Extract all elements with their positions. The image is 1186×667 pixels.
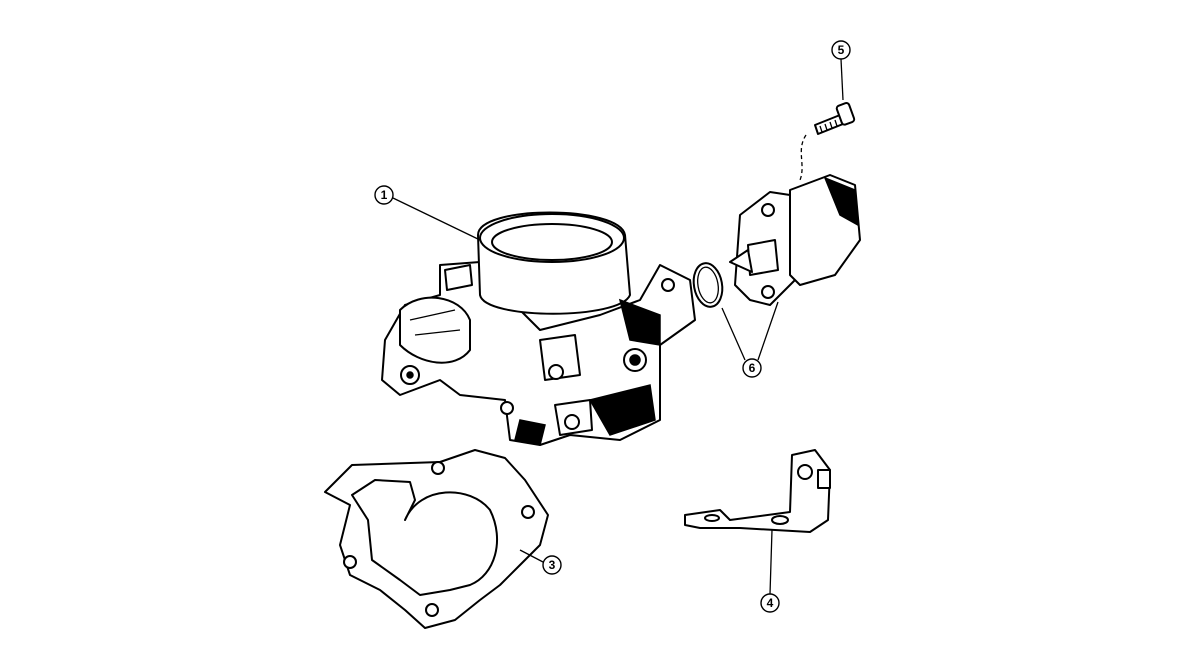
- leader-lines: [392, 58, 844, 595]
- screw: [799, 102, 856, 181]
- svg-text:1: 1: [381, 188, 388, 202]
- callout-6: 6: [742, 358, 762, 378]
- callout-3: 3: [542, 555, 562, 575]
- o-ring: [692, 262, 724, 308]
- bracket: [684, 449, 831, 533]
- idle-air-control-valve: [729, 174, 861, 306]
- callout-4: 4: [760, 593, 780, 613]
- svg-text:6: 6: [749, 361, 756, 375]
- gasket: [324, 449, 549, 629]
- callout-1: 1: [374, 185, 394, 205]
- svg-text:4: 4: [767, 596, 774, 610]
- svg-text:3: 3: [549, 558, 556, 572]
- svg-text:5: 5: [838, 43, 845, 57]
- throttle-body: [381, 211, 696, 446]
- callout-5: 5: [831, 40, 851, 60]
